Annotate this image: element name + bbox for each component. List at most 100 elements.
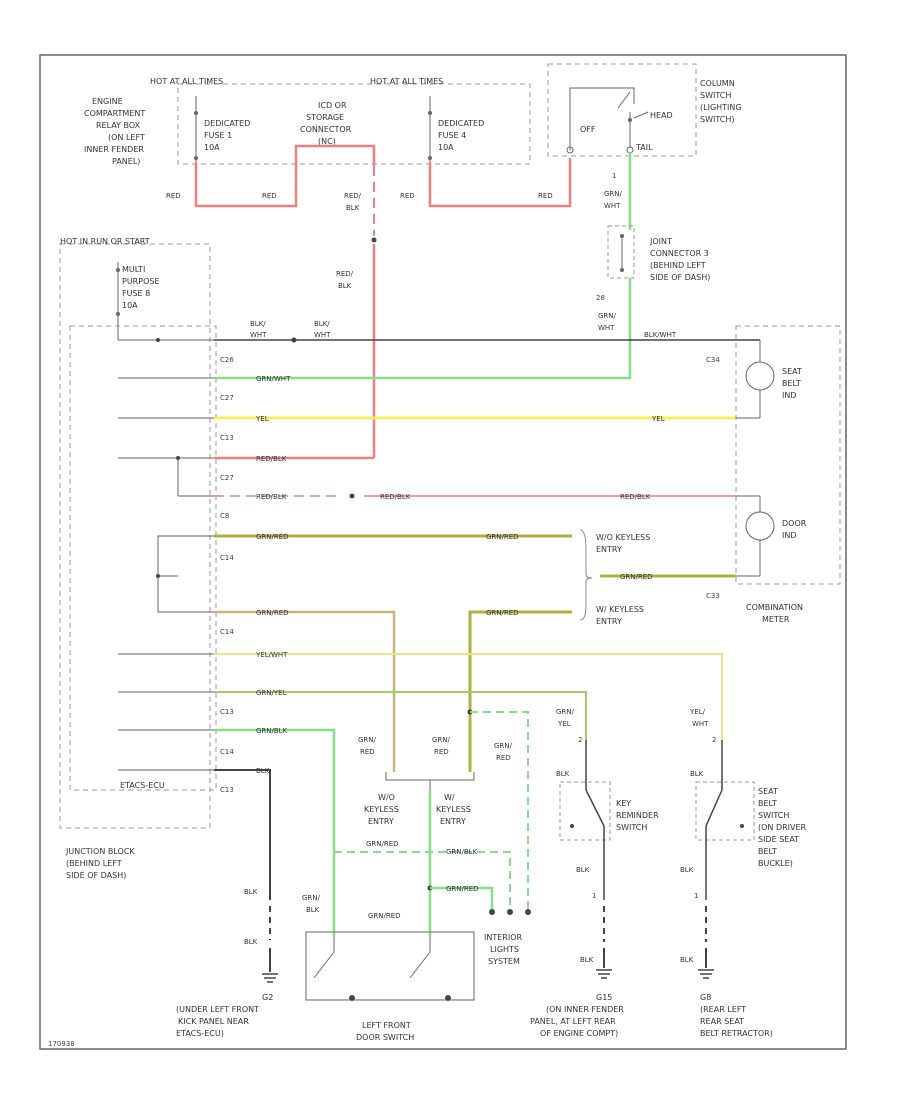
grn-red-to-door: GRN/RED — [600, 573, 736, 581]
svg-text:WHT: WHT — [314, 331, 331, 339]
svg-text:10A: 10A — [204, 143, 220, 152]
svg-text:(LIGHTING: (LIGHTING — [700, 103, 742, 112]
svg-text:GRN/RED: GRN/RED — [368, 912, 401, 920]
svg-text:GRN/: GRN/ — [556, 708, 575, 716]
door-switch-outline — [305, 931, 475, 1001]
svg-text:C27: C27 — [220, 474, 234, 482]
svg-text:GRN/YEL: GRN/YEL — [256, 689, 287, 697]
svg-text:BLK: BLK — [244, 938, 258, 946]
svg-text:ENTRY: ENTRY — [596, 545, 622, 554]
svg-text:BLK: BLK — [576, 866, 590, 874]
svg-text:BELT: BELT — [758, 799, 777, 808]
red-blk-c13: RED/BLK — [214, 455, 374, 463]
svg-text:GRN/RED: GRN/RED — [256, 533, 289, 541]
svg-text:C27: C27 — [220, 394, 234, 402]
red-wire-fuse4: RED RED — [400, 158, 572, 208]
fuse-1: DEDICATED FUSE 1 10A — [194, 96, 250, 162]
svg-text:28: 28 — [596, 294, 605, 302]
hot-run-start-label: HOT IN RUN OR START — [60, 237, 150, 246]
svg-text:RED: RED — [496, 754, 511, 762]
blk-ground-wire: BLK BLK BLK — [214, 767, 271, 972]
svg-text:INTERIOR: INTERIOR — [484, 933, 523, 942]
etacs-ecu-label: ETACS-ECU — [120, 781, 165, 790]
svg-text:BELT: BELT — [782, 379, 801, 388]
svg-text:10A: 10A — [438, 143, 454, 152]
diagram-code: 170938 — [48, 1040, 75, 1048]
left-front-door-switch: GRN/ BLK GRN/RED LEFT FRONT DOOR SWITCH — [302, 894, 451, 1042]
svg-text:BELT: BELT — [758, 847, 777, 856]
svg-text:GRN/: GRN/ — [598, 312, 617, 320]
svg-text:C13: C13 — [220, 434, 234, 442]
svg-text:LIGHTS: LIGHTS — [490, 945, 519, 954]
svg-text:COMBINATION: COMBINATION — [746, 603, 803, 612]
svg-text:FUSE 4: FUSE 4 — [438, 131, 466, 140]
joint-connector: JOINT CONNECTOR 3 (BEHIND LEFT SIDE OF D… — [620, 234, 710, 282]
svg-text:SEAT: SEAT — [782, 367, 802, 376]
svg-text:STORAGE: STORAGE — [306, 113, 344, 122]
svg-text:DEDICATED: DEDICATED — [204, 119, 250, 128]
svg-text:OFF: OFF — [580, 125, 596, 134]
svg-text:IND: IND — [782, 391, 797, 400]
grn-red-wire-lower: GRN/RED GRN/RED — [214, 609, 572, 772]
svg-text:SWITCH: SWITCH — [616, 823, 647, 832]
svg-text:RED: RED — [262, 192, 277, 200]
svg-text:WHT: WHT — [598, 324, 615, 332]
svg-text:RED: RED — [400, 192, 415, 200]
svg-text:GRN/RED: GRN/RED — [446, 885, 479, 893]
svg-text:BLK: BLK — [680, 866, 694, 874]
svg-text:(BEHIND LEFT: (BEHIND LEFT — [650, 261, 706, 270]
svg-text:RED/: RED/ — [336, 270, 354, 278]
red-wire-fuse1: RED RED — [166, 144, 376, 208]
svg-text:W/ KEYLESS: W/ KEYLESS — [596, 605, 644, 614]
svg-text:RED/: RED/ — [344, 192, 362, 200]
seat-belt-switch: YEL/ WHT 2 SEAT BELT SWITCH (ON DRIVER S… — [680, 708, 807, 968]
svg-text:C8: C8 — [220, 512, 229, 520]
svg-text:W/O KEYLESS: W/O KEYLESS — [596, 533, 650, 542]
svg-text:RED: RED — [166, 192, 181, 200]
svg-text:(ON DRIVER: (ON DRIVER — [758, 823, 807, 832]
svg-text:KEYLESS: KEYLESS — [436, 805, 471, 814]
svg-text:BLK/: BLK/ — [314, 320, 330, 328]
svg-text:1: 1 — [612, 172, 616, 180]
svg-text:C34: C34 — [706, 356, 720, 364]
hot-label-2: HOT AT ALL TIMES — [370, 77, 443, 86]
svg-text:GRN/RED: GRN/RED — [486, 609, 519, 617]
grn-red-interior: GRN/RED — [427, 885, 494, 910]
svg-text:ENTRY: ENTRY — [596, 617, 622, 626]
svg-text:DOOR SWITCH: DOOR SWITCH — [356, 1033, 414, 1042]
svg-text:HEAD: HEAD — [650, 111, 673, 120]
column-switch-outline — [547, 63, 697, 157]
key-reminder-switch: GRN/ YEL 2 KEY REMINDER SWITCH BLK BLK 1… — [556, 708, 659, 968]
grn-yel-wire: GRN/YEL — [214, 689, 587, 740]
svg-text:SWITCH: SWITCH — [758, 811, 789, 820]
grn-red-wire-upper: GRN/RED GRN/RED — [214, 533, 572, 541]
grn-blk-wire: GRN/BLK — [214, 727, 336, 936]
yel-wht-wire: YEL/WHT — [214, 651, 723, 740]
grn-red-junction: GRN/ RED GRN/ RED — [358, 736, 475, 790]
svg-text:JOINT: JOINT — [649, 237, 672, 246]
svg-text:WHT: WHT — [692, 720, 709, 728]
storage-connector-label: ICD OR STORAGE CONNECTOR (NC) — [300, 101, 352, 146]
etacs-ecu-outline — [69, 325, 217, 791]
svg-text:C14: C14 — [220, 748, 234, 756]
fuse-4: DEDICATED FUSE 4 10A — [428, 96, 484, 162]
connector-labels: C26 C27 C13 C27 C8 C14 C14 C13 C14 C13 — [220, 356, 234, 794]
svg-text:BUCKLE): BUCKLE) — [758, 859, 793, 868]
svg-text:SYSTEM: SYSTEM — [488, 957, 520, 966]
svg-text:GRN/: GRN/ — [604, 190, 623, 198]
svg-text:METER: METER — [762, 615, 790, 624]
svg-text:10A: 10A — [122, 301, 138, 310]
red-blk-door: RED/BLK RED/BLK RED/BLK — [214, 493, 736, 501]
svg-text:GRN/RED: GRN/RED — [620, 573, 653, 581]
svg-text:KICK PANEL NEAR: KICK PANEL NEAR — [178, 1017, 249, 1026]
svg-text:OF ENGINE COMPT): OF ENGINE COMPT) — [540, 1029, 618, 1038]
svg-text:BLK/WHT: BLK/WHT — [644, 331, 677, 339]
svg-text:GRN/RED: GRN/RED — [366, 840, 399, 848]
interior-lights-arrows: INTERIOR LIGHTS SYSTEM — [484, 909, 531, 966]
svg-text:RED/BLK: RED/BLK — [256, 493, 287, 501]
svg-text:GRN/: GRN/ — [302, 894, 321, 902]
svg-text:(NC): (NC) — [318, 137, 336, 146]
svg-text:DEDICATED: DEDICATED — [438, 119, 484, 128]
svg-text:GRN/: GRN/ — [432, 736, 451, 744]
svg-text:(REAR LEFT: (REAR LEFT — [700, 1005, 746, 1014]
